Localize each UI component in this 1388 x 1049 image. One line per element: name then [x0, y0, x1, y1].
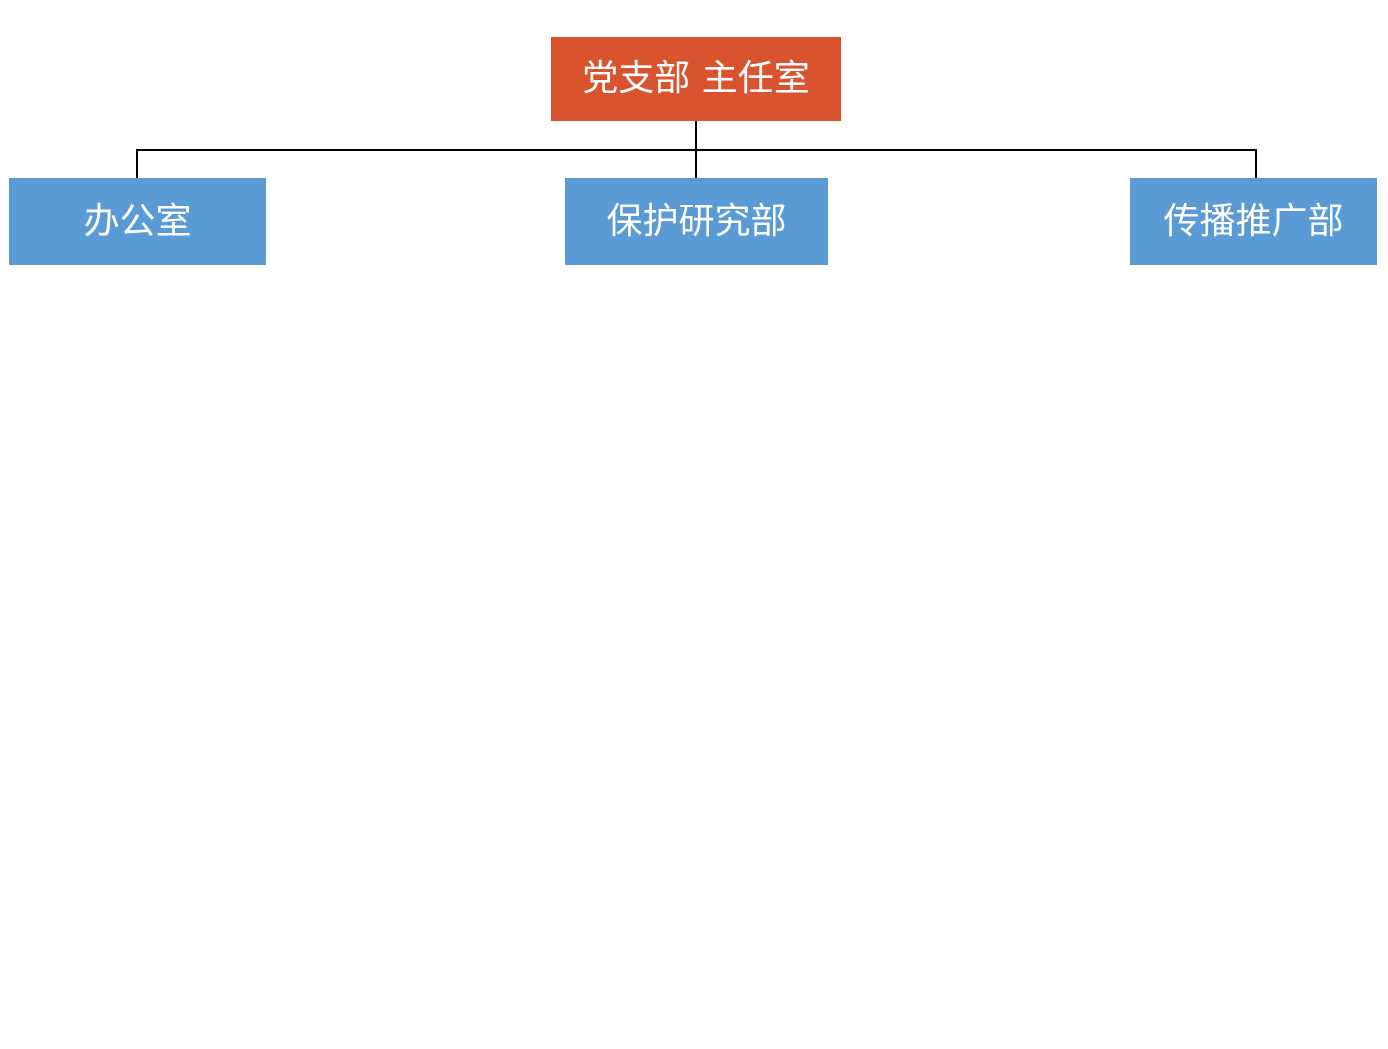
connector-drop-office [136, 149, 138, 178]
root-node-label: 党支部 主任室 [582, 58, 810, 99]
child-node-label: 传播推广部 [1163, 200, 1344, 242]
child-node-label: 保护研究部 [606, 200, 787, 242]
root-node: 党支部 主任室 [551, 37, 841, 121]
child-node-label: 办公室 [83, 200, 192, 242]
connector-root-trunk [695, 121, 697, 151]
child-node-promotion: 传播推广部 [1130, 178, 1377, 265]
child-node-research: 保护研究部 [565, 178, 828, 265]
child-node-office: 办公室 [9, 178, 266, 265]
connector-drop-research [695, 149, 697, 178]
connector-drop-promotion [1255, 149, 1257, 178]
